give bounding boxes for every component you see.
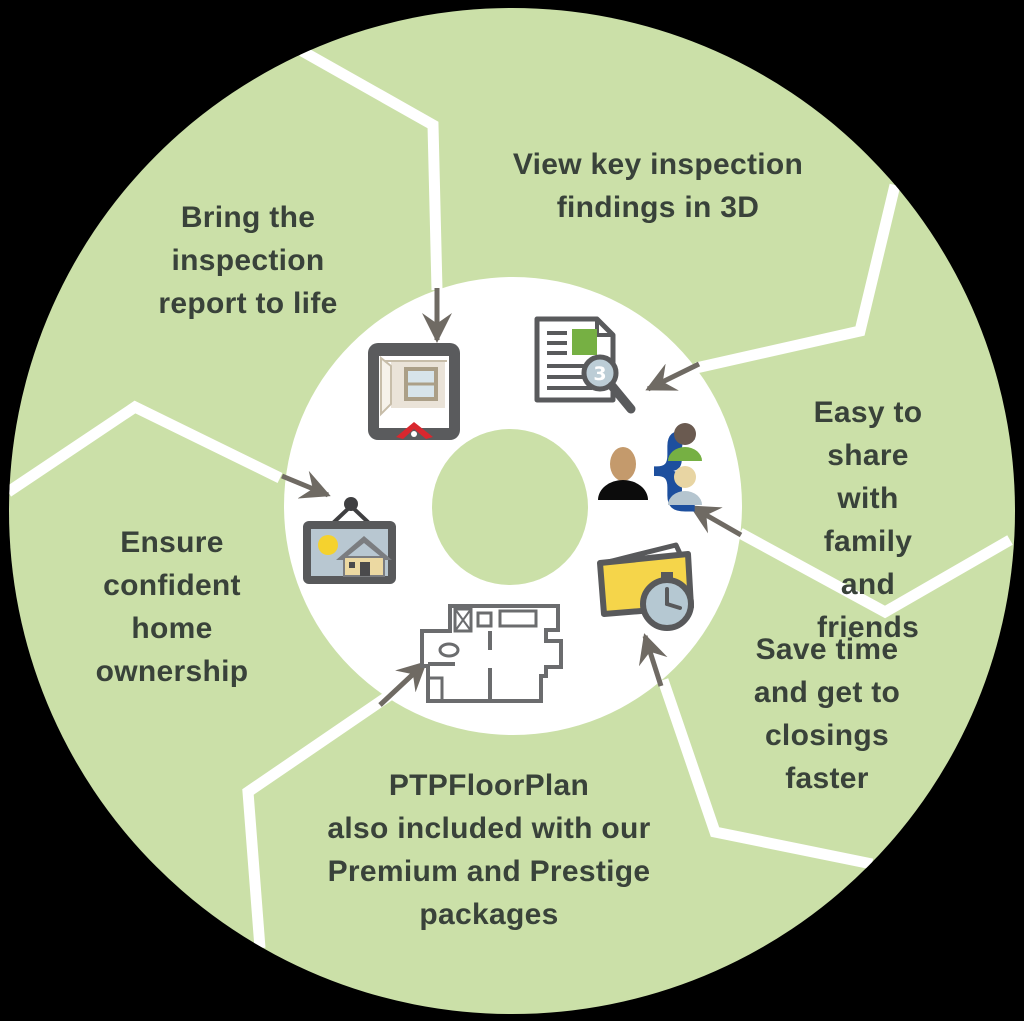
- segment-label-bring-report: Bring the inspection report to life: [158, 201, 338, 320]
- house-roof: [336, 536, 392, 560]
- house-door: [360, 562, 370, 576]
- green-photo-square: [572, 329, 597, 355]
- center-hub-circle: [432, 429, 588, 585]
- magnifier-handle: [607, 381, 636, 414]
- magnifier-lens: [581, 354, 619, 392]
- arrow-to-report-icon: [645, 361, 701, 392]
- folder-clock-icon: [597, 542, 694, 631]
- arrow-to-clock-icon: [638, 633, 668, 687]
- floor-plan-icon: [420, 604, 563, 703]
- divider-top: [299, 46, 443, 291]
- divider-top-right: [694, 183, 901, 374]
- report-magnifier-icon: 3: [534, 316, 636, 414]
- divider-left: [9, 400, 283, 497]
- divider-bottom-left: [242, 690, 394, 949]
- tablet-home-button: [411, 431, 417, 437]
- divider-bottom-right: [657, 678, 874, 870]
- sun: [318, 535, 338, 555]
- tablet-3d-room-icon: [368, 343, 460, 440]
- arrow-to-floorplan-icon: [378, 660, 428, 707]
- divider-right: [737, 528, 1013, 619]
- segment-label-ownership: Ensure confident home ownership: [95, 526, 249, 688]
- framed-house-picture-icon: [303, 497, 396, 584]
- house-window: [349, 562, 355, 568]
- segment-label-view-3d: View key inspection findings in 3D: [512, 148, 804, 224]
- segment-label-floorplan: PTPFloorPlan also included with our Prem…: [327, 769, 651, 931]
- red-chevron-mark: [396, 422, 433, 439]
- pointer-arrows: [281, 288, 743, 707]
- segment-label-share: Easy to share with family and friends: [813, 396, 923, 644]
- segment-dividers: [9, 46, 1013, 949]
- segment-label-save-time: Save time and get to closings faster: [753, 633, 901, 795]
- lens-3d-glyph: 3: [593, 363, 606, 385]
- arrow-to-people-icon: [689, 504, 743, 538]
- picture-nail: [344, 497, 358, 511]
- share-people-icon: {: [598, 415, 706, 518]
- arrow-to-frame-icon: [281, 470, 331, 499]
